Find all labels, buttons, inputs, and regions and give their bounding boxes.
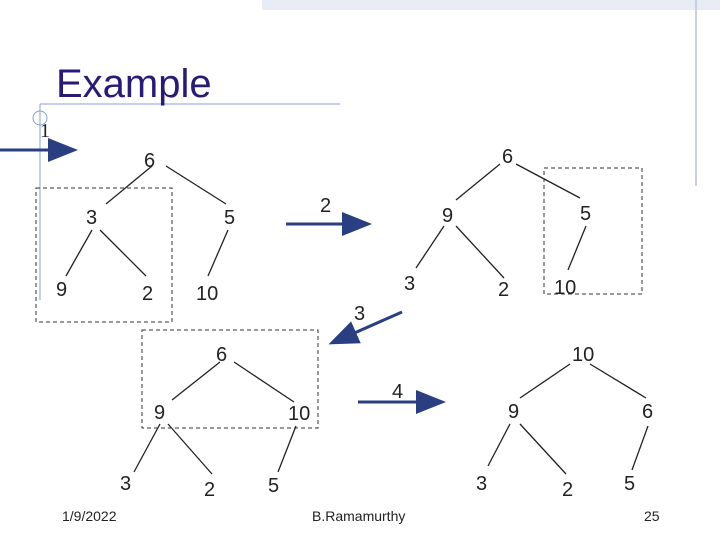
tree-node: 5 [624,473,635,495]
tree-1-edge [65,229,93,277]
tree-node: 10 [572,344,594,366]
tree-node: 3 [476,473,487,495]
tree-node: 3 [86,207,97,229]
tree-node: 2 [204,479,215,501]
tree-3: 6 9 10 3 2 5 [120,329,319,501]
tree-2-edge [455,225,505,279]
tree-node: 9 [442,205,453,227]
footer-author: B.Ramamurthy [312,508,406,524]
tree-2-edge [515,163,581,199]
tree-node: 5 [268,475,279,497]
tree-4-edge [519,363,571,399]
tree-node: 6 [216,344,227,366]
step-label: 2 [320,195,331,217]
tree-node: 6 [642,401,653,423]
slide-title: Example [56,62,212,106]
tree-node: 10 [288,403,310,425]
tree-4: 10 9 6 3 2 5 [476,344,653,501]
tree-node: 3 [120,473,131,495]
tree-1-edge [99,229,147,277]
tree-node: 2 [498,279,509,301]
top-pattern-bar [262,0,720,10]
tree-1-highlight-box [35,187,173,323]
tree-2-edge [567,225,587,271]
tree-2-highlight-box [543,167,643,295]
tree-3-edge [171,361,221,401]
tree-2-edge [415,225,445,269]
tree-node: 9 [154,402,165,424]
tree-3-edge [277,425,297,473]
tree-4-edge [487,423,511,467]
step-3-arrow [328,310,403,345]
tree-4-edge [589,363,647,399]
tree-node: 9 [508,401,519,423]
step-number: 1 [40,120,50,142]
tree-node: 3 [404,273,415,295]
tree-3-edge [233,361,295,403]
tree-1: 6 3 5 9 2 10 [35,150,235,323]
tree-node: 6 [502,146,513,168]
tree-1-edge [165,165,227,205]
tree-3-edge [133,423,161,473]
step-label: 3 [354,303,365,325]
tree-node: 9 [56,279,67,301]
tree-node: 10 [554,277,576,299]
tree-1-edge [207,229,229,277]
footer-date: 1/9/2022 [62,508,117,524]
step-label: 4 [392,381,403,403]
tree-node: 10 [196,283,218,305]
tree-node: 2 [562,479,573,501]
tree-3-edge [167,423,213,475]
tree-1-edge [105,165,153,205]
tree-node: 2 [142,283,153,305]
tree-node: 5 [224,207,235,229]
tree-2-edge [455,163,501,201]
tree-node: 5 [580,203,591,225]
tree-node: 6 [144,150,155,172]
tree-2: 6 9 5 3 2 10 [404,146,643,301]
footer-page-number: 25 [644,508,660,524]
tree-4-edge [631,425,649,471]
tree-3-highlight-box [141,329,319,429]
tree-4-edge [519,423,567,475]
